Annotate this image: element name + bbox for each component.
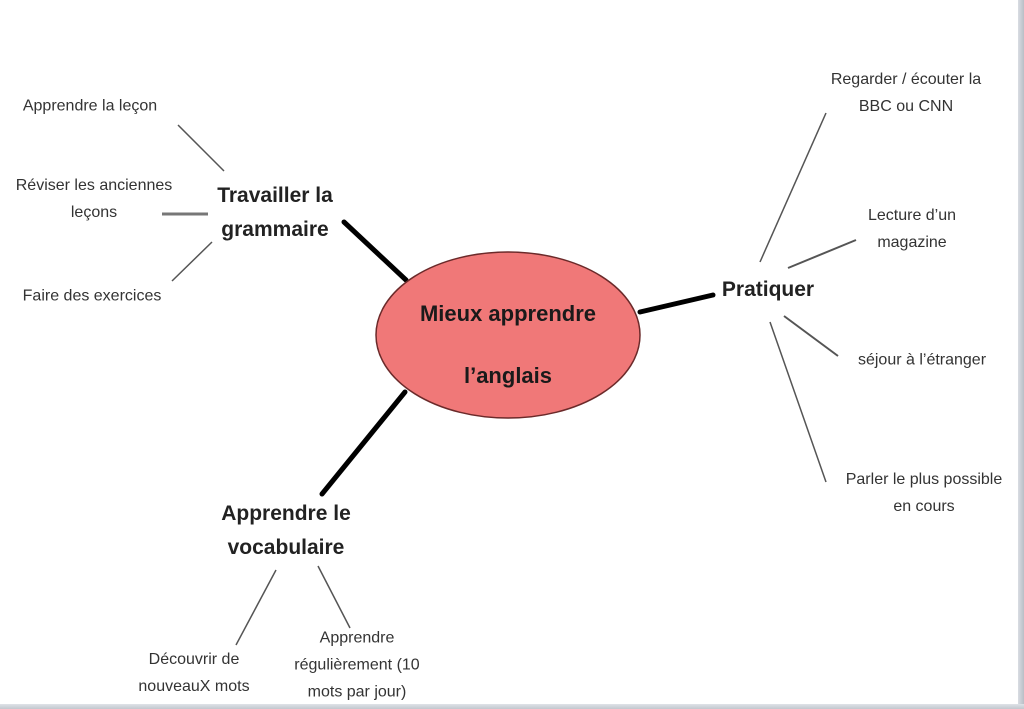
leaf-lecture-magazine: Lecture d’un magazine bbox=[868, 202, 956, 256]
leaf-regarder-bbc: Regarder / écouter la BBC ou CNN bbox=[831, 66, 981, 120]
leaf-regarder-bbc-line-1: Regarder / écouter la bbox=[830, 71, 982, 88]
leaf-decouvrir-mots-line-1: Découvrir de bbox=[148, 651, 240, 668]
connector-vocabulaire-regulierement bbox=[317, 565, 351, 629]
branch-vocabulaire-line-2: vocabulaire bbox=[227, 536, 345, 559]
leaf-decouvrir-mots-line-2: nouveauX mots bbox=[138, 678, 250, 695]
connector-pratiquer-sejour bbox=[783, 315, 839, 357]
leaf-apprendre-regulierement-line-3: mots par jour) bbox=[307, 683, 407, 701]
frame-right-edge bbox=[1018, 0, 1024, 709]
connector-center-grammaire bbox=[341, 219, 409, 283]
connector-pratiquer-magazine bbox=[787, 239, 857, 269]
frame-bottom-edge bbox=[0, 704, 1024, 709]
connector-pratiquer-bbc bbox=[759, 112, 827, 263]
leaf-sejour-etranger: séjour à l’étranger bbox=[858, 347, 986, 374]
connector-center-vocabulaire bbox=[319, 389, 408, 497]
leaf-parler-cours: Parler le plus possible en cours bbox=[846, 466, 1003, 520]
leaf-apprendre-lecon: Apprendre la leçon bbox=[23, 93, 157, 120]
leaf-lecture-magazine-line-1: Lecture d’un bbox=[867, 207, 957, 224]
center-title-line-2: l’anglais bbox=[463, 363, 553, 388]
connector-grammaire-exercices bbox=[171, 241, 213, 282]
connector-pratiquer-parler bbox=[769, 321, 827, 483]
branch-pratiquer: Pratiquer bbox=[722, 273, 814, 307]
branch-vocabulaire-line-1: Apprendre le bbox=[221, 502, 351, 525]
connector-center-pratiquer bbox=[637, 292, 716, 315]
center-title-line-1: Mieux apprendre bbox=[419, 301, 597, 326]
leaf-parler-cours-line-1: Parler le plus possible bbox=[845, 471, 1003, 488]
center-node: Mieux apprendre l’anglais bbox=[420, 283, 596, 407]
leaf-apprendre-regulierement: Apprendre régulièrement (10 mots par jou… bbox=[294, 625, 419, 706]
branch-grammaire: Travailler la grammaire bbox=[217, 179, 333, 247]
connector-grammaire-lecon bbox=[177, 124, 225, 172]
leaf-reviser-lecons: Réviser les anciennes leçons bbox=[16, 172, 173, 226]
leaf-faire-exercices-line-1: Faire des exercices bbox=[22, 287, 162, 305]
leaf-reviser-lecons-line-2: leçons bbox=[70, 204, 118, 221]
branch-grammaire-line-1: Travailler la bbox=[217, 184, 333, 207]
leaf-apprendre-lecon-line-1: Apprendre la leçon bbox=[22, 97, 158, 115]
leaf-parler-cours-line-2: en cours bbox=[893, 498, 955, 515]
branch-grammaire-line-2: grammaire bbox=[221, 218, 329, 241]
center-ellipse bbox=[375, 251, 641, 419]
leaf-reviser-lecons-line-1: Réviser les anciennes bbox=[15, 177, 173, 194]
leaf-lecture-magazine-line-2: magazine bbox=[877, 234, 947, 251]
leaf-faire-exercices: Faire des exercices bbox=[23, 283, 162, 310]
leaf-decouvrir-mots: Découvrir de nouveauX mots bbox=[138, 646, 249, 700]
branch-pratiquer-line-1: Pratiquer bbox=[721, 278, 815, 301]
leaf-apprendre-regulierement-line-2: régulièrement (10 bbox=[294, 656, 420, 674]
connector-vocabulaire-decouvrir bbox=[235, 569, 277, 646]
leaf-apprendre-regulierement-line-1: Apprendre bbox=[319, 629, 395, 647]
leaf-regarder-bbc-line-2: BBC ou CNN bbox=[858, 98, 954, 115]
branch-vocabulaire: Apprendre le vocabulaire bbox=[221, 497, 351, 565]
leaf-sejour-etranger-line-1: séjour à l’étranger bbox=[857, 351, 987, 369]
